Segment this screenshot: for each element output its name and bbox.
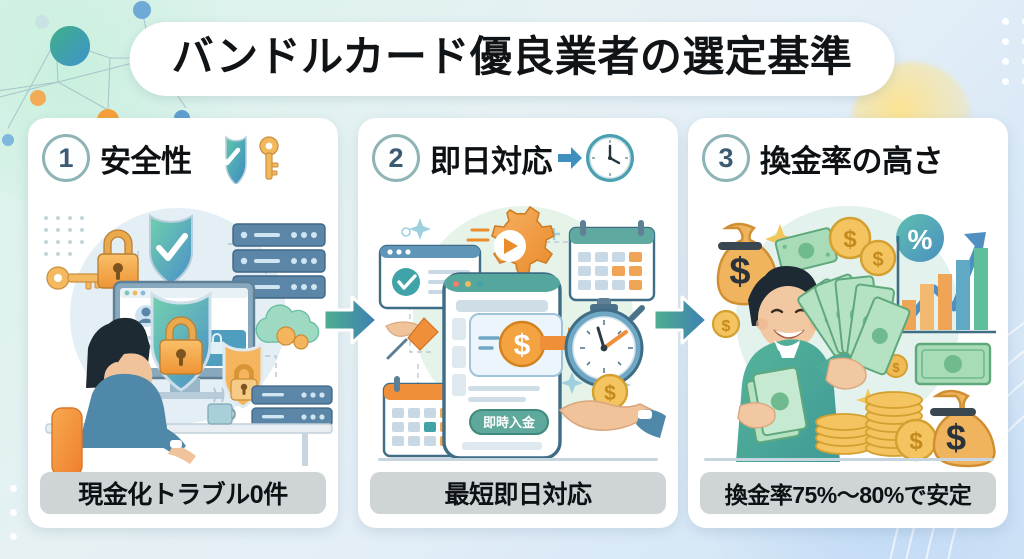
card-number-badge: 1 (42, 134, 90, 182)
card-exchange-rate-illustration: $ $ $ $ $ (688, 190, 1008, 472)
card-same-day[interactable]: 2 即日対応 (358, 118, 678, 528)
arrow-card2-to-card3 (652, 292, 710, 348)
page-title-text: バンドルカード優良業者の選定基準 (171, 33, 853, 80)
svg-text:$: $ (946, 417, 966, 458)
card-exchange-rate[interactable]: 3 換金率の高さ (688, 118, 1008, 528)
svg-text:$: $ (909, 428, 923, 455)
card-same-day-caption-wrap: 最短即日対応 (358, 472, 678, 528)
svg-text:$: $ (722, 318, 731, 335)
card-safety-header: 1 安全性 (28, 118, 338, 190)
svg-text:$: $ (514, 329, 531, 362)
card-number-badge: 2 (372, 134, 420, 182)
card-safety-label: 安全性 (100, 143, 192, 179)
svg-text:$: $ (604, 382, 616, 405)
card-same-day-caption: 最短即日対応 (370, 472, 666, 514)
percent-badge-label: % (908, 224, 933, 255)
card-exchange-rate-label: 換金率の高さ (760, 143, 944, 179)
card-exchange-rate-caption: 換金率75%〜80%で安定 (700, 472, 996, 514)
svg-text:$: $ (872, 249, 883, 271)
card-safety-caption-wrap: 現金化トラブル0件 (28, 472, 338, 528)
svg-text:$: $ (843, 226, 857, 253)
criteria-cards: 1 安全性 (0, 118, 1024, 530)
card-exchange-rate-caption-wrap: 換金率75%〜80%で安定 (688, 472, 1008, 528)
clock-icon (584, 132, 636, 184)
shield-check-icon (202, 132, 256, 184)
page-title: バンドルカード優良業者の選定基準 (129, 22, 895, 96)
arrow-card1-to-card2 (322, 292, 380, 348)
card-safety-caption: 現金化トラブル0件 (40, 472, 326, 514)
card-exchange-rate-header: 3 換金率の高さ (688, 118, 1008, 190)
card-safety[interactable]: 1 安全性 (28, 118, 338, 528)
arrow-right-icon (558, 145, 582, 171)
svg-text:$: $ (729, 251, 750, 293)
card-same-day-header: 2 即日対応 (358, 118, 678, 190)
card-number-badge: 3 (702, 134, 750, 182)
card-same-day-illustration: $ 即時入金 (358, 190, 678, 472)
key-icon (256, 135, 282, 181)
card-safety-illustration (28, 190, 338, 472)
card-same-day-label: 即日対応 (430, 143, 553, 179)
svg-text:$: $ (892, 360, 900, 375)
phone-instant-deposit-label: 即時入金 (483, 415, 536, 430)
